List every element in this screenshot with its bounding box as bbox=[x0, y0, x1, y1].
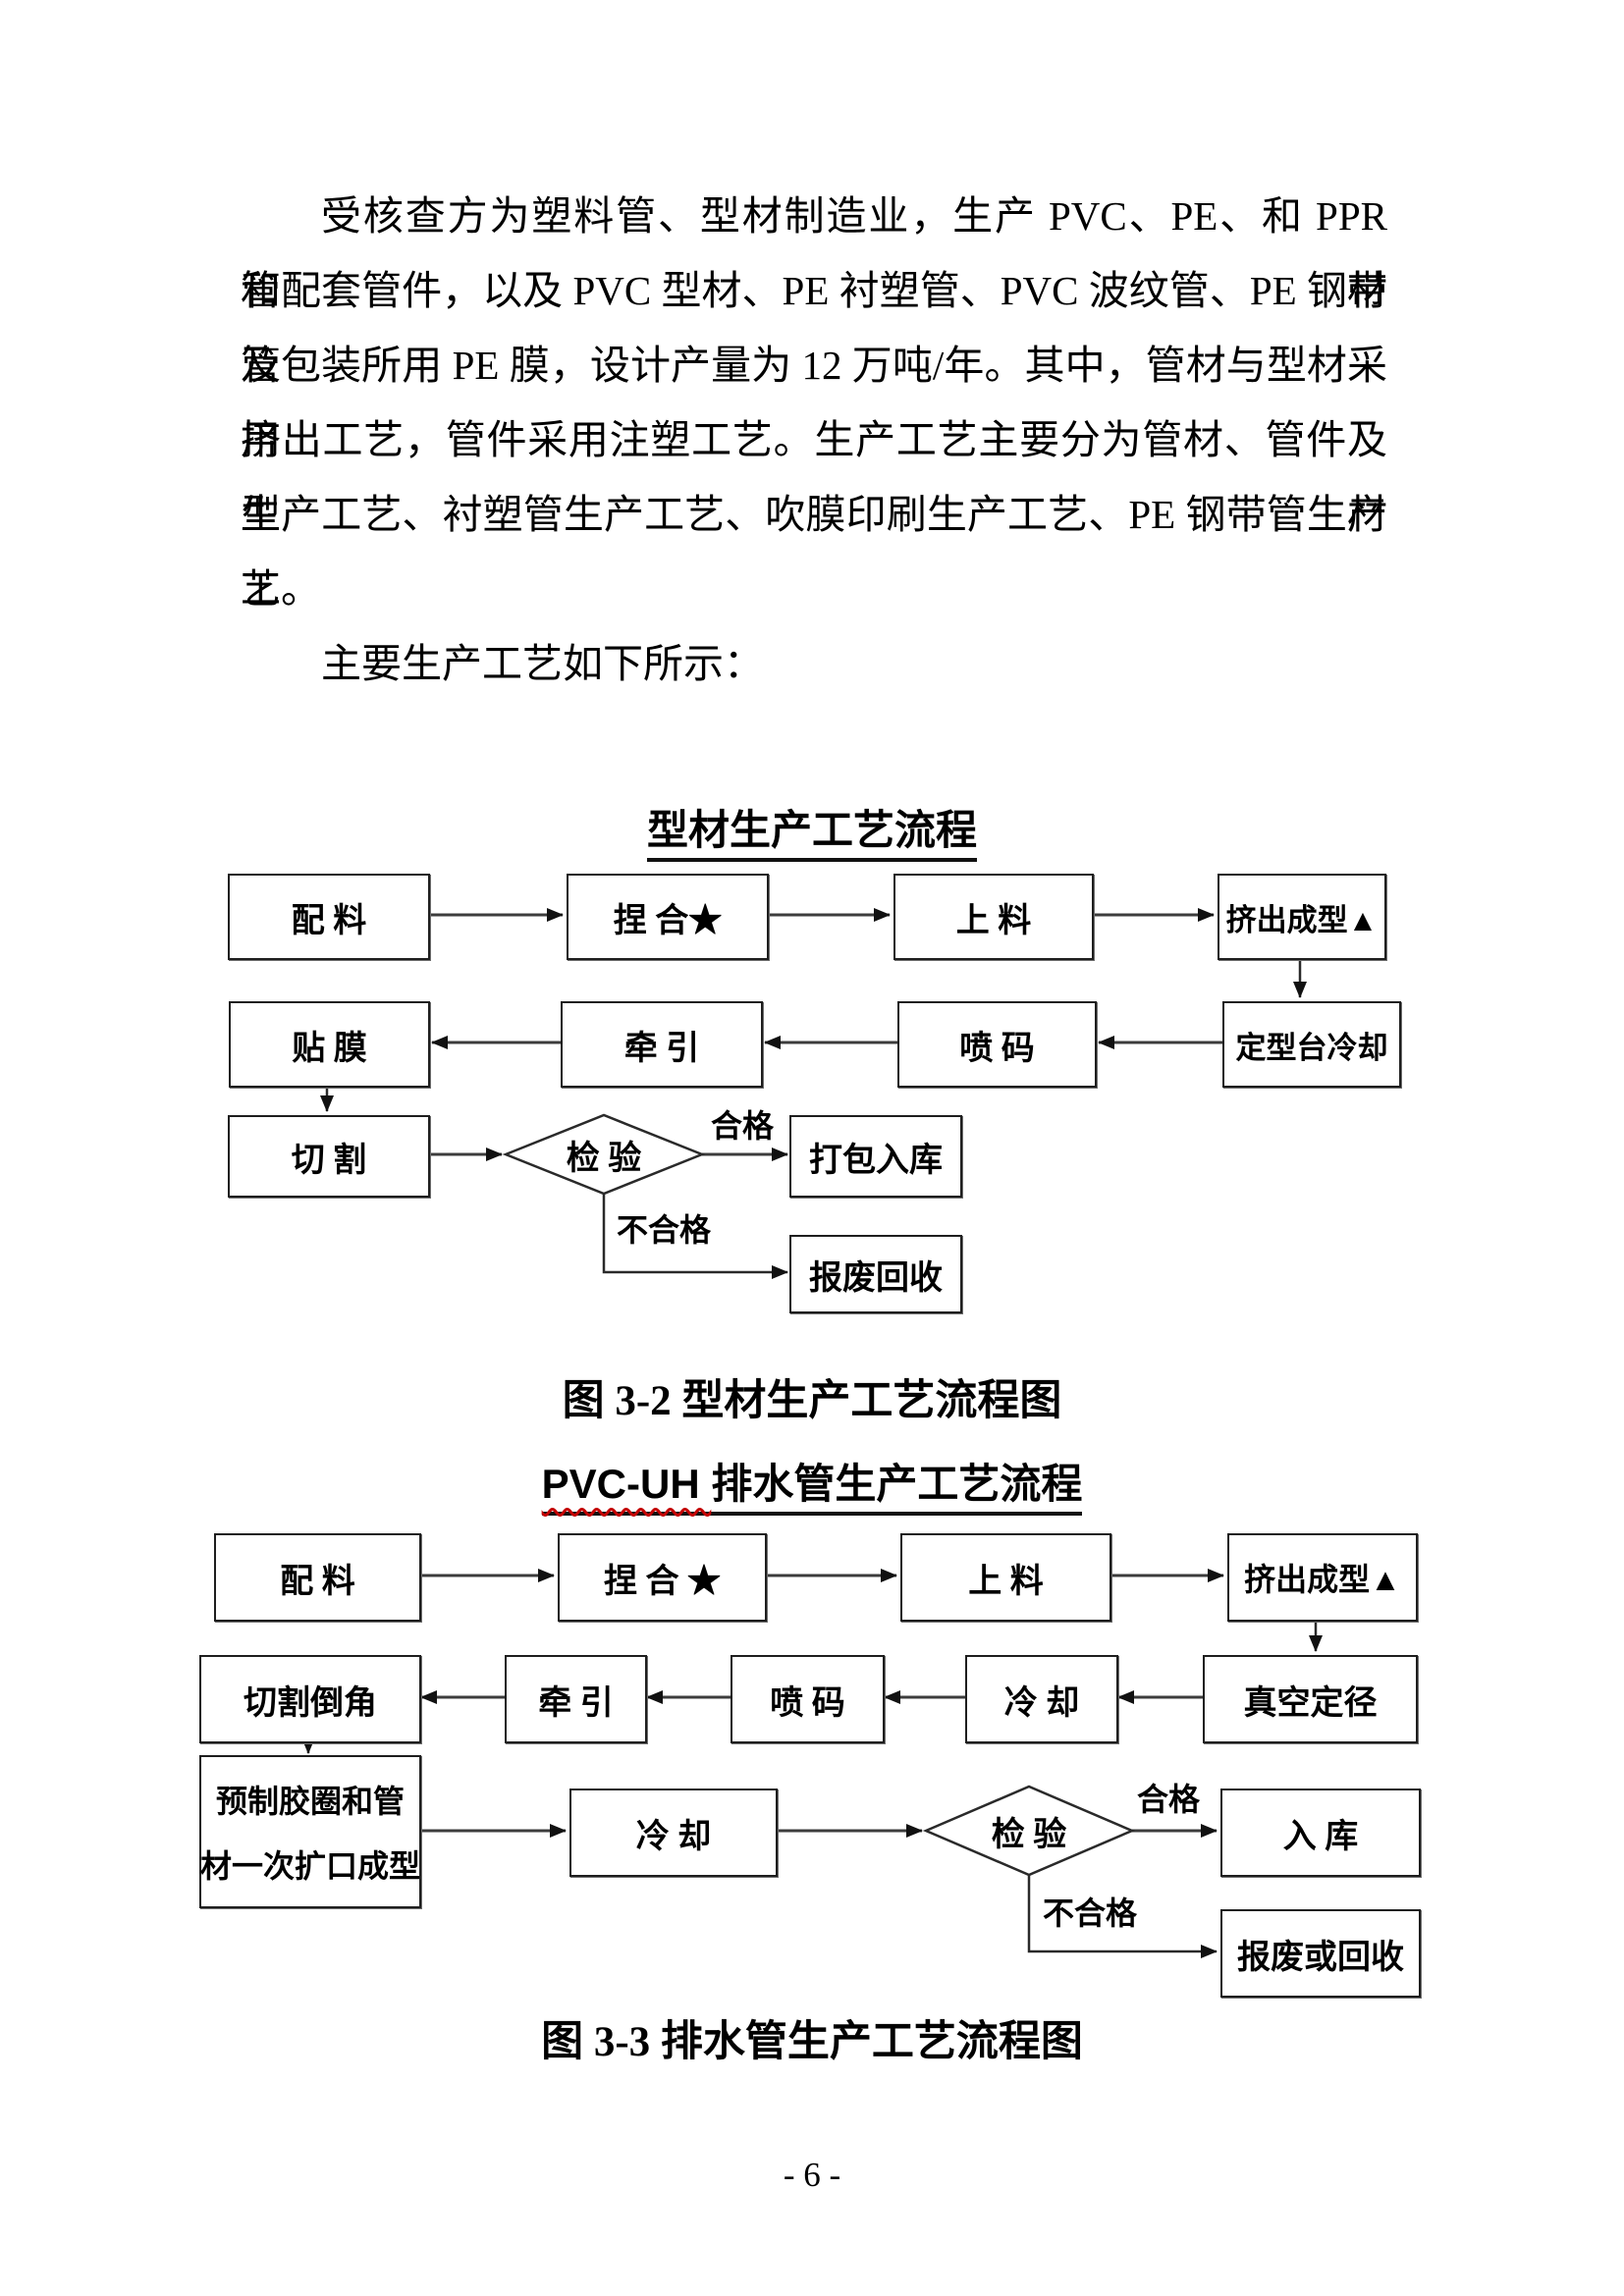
fc1-node-kneading: 捏 合★ bbox=[567, 874, 769, 960]
flowchart2-title-text: PVC-UH 排水管生产工艺流程 bbox=[541, 1461, 1083, 1516]
fc2-node-feeding: 上 料 bbox=[900, 1533, 1111, 1622]
fc2-node-cooling: 冷 却 bbox=[965, 1655, 1118, 1743]
paragraph-line: 挤出工艺，管件采用注塑工艺。生产工艺主要分为管材、管件及型材 bbox=[241, 417, 1387, 537]
figure-3-3-caption: 图 3-3 排水管生产工艺流程图 bbox=[541, 2019, 1083, 2065]
fc1-node-coding: 喷 码 bbox=[897, 1001, 1097, 1088]
flowchart2-title: PVC-UH 排水管生产工艺流程 bbox=[0, 1451, 1624, 1516]
fc1-node-film: 贴 膜 bbox=[229, 1001, 430, 1088]
flowchart2-title-latin: PVC-UH bbox=[541, 1461, 712, 1507]
paragraph-line: 受核查方为塑料管、型材制造业，生产 PVC、PE、和 PPR 管材 bbox=[241, 193, 1387, 313]
fc2-label-pass: 合格 bbox=[1137, 1782, 1201, 1817]
fc1-node-cooling-table: 定型台冷却 bbox=[1222, 1001, 1401, 1088]
paragraph-line: 及包装所用 PE 膜，设计产量为 12 万吨/年。其中，管材与型材采用 bbox=[241, 343, 1387, 462]
flowchart1-title-text: 型材生产工艺流程 bbox=[646, 809, 977, 862]
fc1-label-fail: 不合格 bbox=[617, 1212, 712, 1248]
paragraph-line: 和配套管件，以及 PVC 型材、PE 衬塑管、PVC 波纹管、PE 钢带管 bbox=[241, 268, 1387, 388]
fc2-node-traction: 牵 引 bbox=[505, 1655, 647, 1743]
figure-3-2-caption: 图 3-2 型材生产工艺流程图 bbox=[562, 1378, 1062, 1424]
fc1-node-feeding: 上 料 bbox=[893, 874, 1094, 960]
fc2-node-inspection: 检 验 bbox=[991, 1816, 1067, 1853]
fc1-node-inspection: 检 验 bbox=[566, 1140, 642, 1177]
fc2-node-preform-line2: 材一次扩口成型 bbox=[200, 1848, 421, 1884]
flowchart2-title-cn: 排水管生产工艺流程 bbox=[711, 1463, 1083, 1508]
fc2-node-coding: 喷 码 bbox=[731, 1655, 885, 1743]
fc1-node-packing: 打包入库 bbox=[789, 1115, 962, 1198]
fc2-node-batching: 配 料 bbox=[214, 1533, 421, 1622]
fc2-node-preform: 预制胶圈和管 材一次扩口成型 bbox=[199, 1755, 421, 1908]
fc2-node-preform-line1: 预制胶圈和管 bbox=[215, 1784, 405, 1819]
paragraph-line: 生产工艺、衬塑管生产工艺、吹膜印刷生产工艺、PE 钢带管生产工 bbox=[241, 492, 1387, 612]
fc2-node-extrusion: 挤出成型▲ bbox=[1227, 1533, 1418, 1622]
fc2-node-vacuum-sizing: 真空定径 bbox=[1203, 1655, 1418, 1743]
fc1-node-extrusion: 挤出成型▲ bbox=[1218, 874, 1386, 960]
fc2-node-warehouse: 入 库 bbox=[1220, 1789, 1421, 1877]
fc2-node-cut-chamfer: 切割倒角 bbox=[199, 1655, 421, 1743]
page-number: - 6 - bbox=[783, 2156, 841, 2194]
fc1-node-scrap: 报废回收 bbox=[789, 1235, 962, 1313]
fc1-node-traction: 牵 引 bbox=[561, 1001, 763, 1088]
flowchart1-title: 型材生产工艺流程 bbox=[0, 797, 1624, 862]
fc1-node-cutting: 切 割 bbox=[228, 1115, 430, 1198]
paragraph-line: 艺。 bbox=[241, 566, 321, 612]
fc2-node-scrap: 报废或回收 bbox=[1220, 1909, 1421, 1998]
fc2-label-fail: 不合格 bbox=[1043, 1896, 1138, 1931]
body-paragraph: 受核查方为塑料管、型材制造业，生产 PVC、PE、和 PPR 管材 和配套管件，… bbox=[241, 179, 1387, 701]
fc2-node-kneading: 捏 合 ★ bbox=[558, 1533, 767, 1622]
fc2-node-cooling2: 冷 却 bbox=[569, 1789, 778, 1877]
fc1-node-batching: 配 料 bbox=[228, 874, 430, 960]
paragraph-lead-line: 主要生产工艺如下所示： bbox=[321, 641, 764, 686]
fc1-label-pass: 合格 bbox=[711, 1108, 775, 1144]
